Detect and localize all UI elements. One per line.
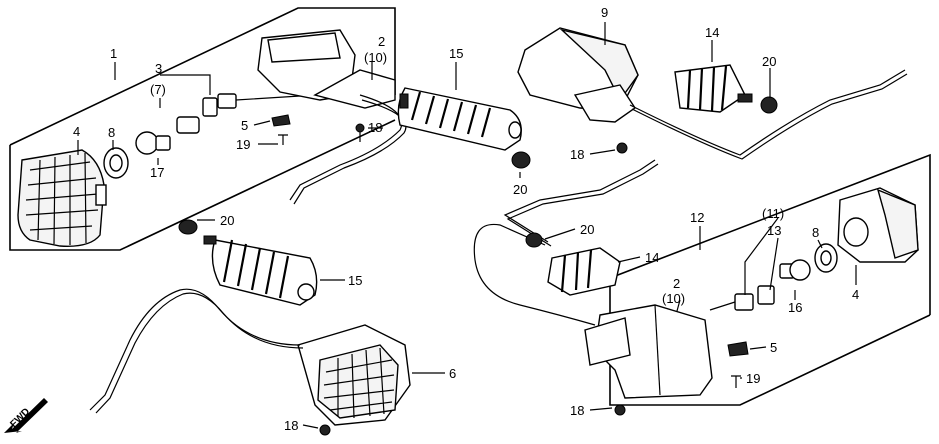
right-clip-5	[727, 341, 749, 357]
callout-20-mid: 20	[513, 182, 527, 197]
left-rear-signal-body-15	[203, 235, 318, 306]
left-front-lens	[17, 149, 107, 247]
left-screw-19	[278, 134, 288, 145]
callout-7: (7)	[150, 82, 166, 97]
top-nut-20	[511, 151, 531, 169]
callout-11: (11)	[762, 206, 784, 221]
left-front-assembly-frame	[9, 7, 396, 251]
callout-19-right: 19	[746, 371, 760, 386]
right-front-housing	[584, 304, 713, 399]
left-nut-20	[178, 219, 198, 235]
callout-5-top: 5	[241, 118, 248, 133]
callout-14-top: 14	[705, 25, 719, 40]
callout-20-top-right: 20	[762, 54, 776, 69]
top-signal-body-15	[397, 87, 522, 151]
callout-18-bottom-right: 18	[570, 403, 584, 418]
right-bottom-screw-18	[614, 404, 626, 416]
callout-1: 1	[110, 46, 117, 61]
callout-9: 9	[601, 5, 608, 20]
top-right-screw-18	[616, 142, 628, 154]
callout-17: 17	[150, 165, 164, 180]
callout-2-right: 2	[673, 276, 680, 291]
left-clip-5	[271, 114, 291, 127]
right-washer-8	[814, 243, 838, 273]
top-right-lamp-9	[517, 27, 908, 160]
right-front-lens	[837, 187, 919, 263]
right-socket-13	[709, 285, 775, 311]
leader-lines	[77, 22, 857, 429]
callout-10-top: (10)	[364, 50, 387, 65]
left-bulb-17	[135, 131, 171, 155]
left-front-housing	[257, 29, 407, 205]
right-screw-19	[731, 375, 741, 388]
right-bulb-16	[779, 259, 811, 281]
callout-5-right: 5	[770, 340, 777, 355]
left-screw-18	[355, 123, 365, 142]
callout-16: 16	[788, 300, 802, 315]
right-mid-body-14	[473, 159, 659, 326]
callout-13: 13	[767, 223, 781, 238]
callout-2-top: 2	[378, 34, 385, 49]
top-right-nut-20	[760, 96, 778, 114]
callout-3: 3	[155, 61, 162, 76]
left-socket-3	[176, 89, 331, 134]
callout-20-right-mid: 20	[580, 222, 594, 237]
callout-4-left: 4	[73, 124, 80, 139]
top-right-body-14	[674, 64, 753, 113]
left-bottom-screw-18	[319, 424, 331, 436]
fwd-arrow-icon	[4, 398, 48, 433]
callout-18-right: 18	[570, 147, 584, 162]
callout-6: 6	[449, 366, 456, 381]
callout-4-right: 4	[852, 287, 859, 302]
callout-10-right: (10)	[662, 291, 685, 306]
callout-8-right: 8	[812, 225, 819, 240]
right-mid-nut-20	[525, 232, 543, 248]
left-rear-lamp-6	[89, 288, 411, 426]
callout-18-bottom-left: 18	[284, 418, 298, 433]
callout-15-top: 15	[449, 46, 463, 61]
callout-8-left: 8	[108, 125, 115, 140]
left-washer-8	[103, 147, 129, 179]
callout-12: 12	[690, 210, 704, 225]
callout-20-left: 20	[220, 213, 234, 228]
callout-15-left: 15	[348, 273, 362, 288]
callout-14-right: 14	[645, 250, 659, 265]
callout-19-top: 19	[236, 137, 250, 152]
callout-18-top-left: 18	[368, 120, 382, 135]
